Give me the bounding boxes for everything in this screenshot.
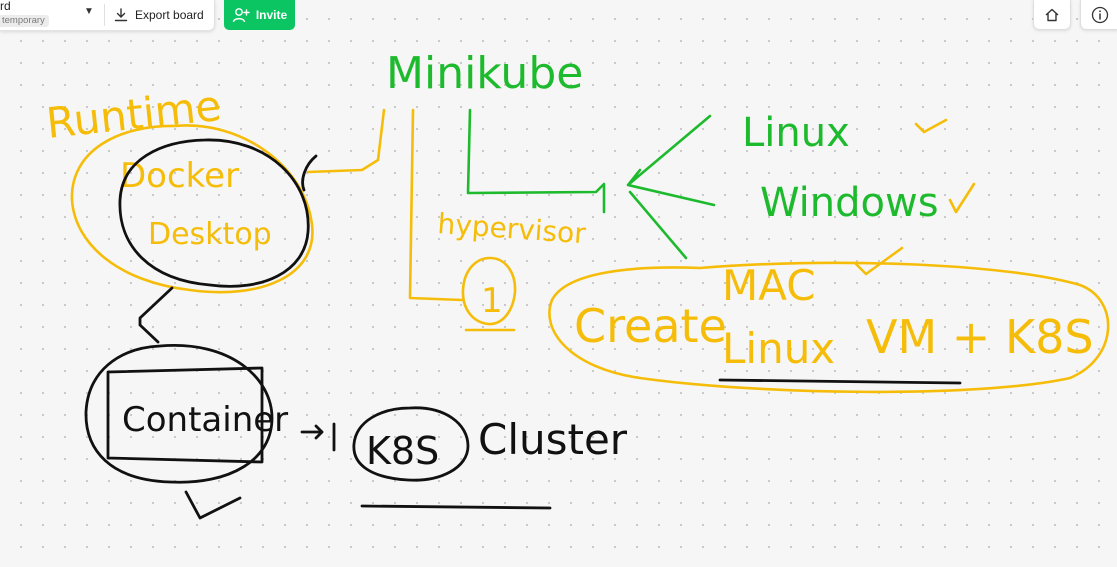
toolbar-divider (104, 4, 105, 26)
windows-text: Windows (760, 180, 939, 226)
chevron-down-icon[interactable]: ▼ (84, 6, 94, 17)
runtime-text: Runtime (44, 81, 224, 148)
home-button[interactable] (1033, 0, 1071, 30)
board-title[interactable]: rd (0, 0, 11, 13)
minikube-to-docker-arrow (301, 154, 318, 192)
linux-vm-text: Linux (722, 324, 835, 373)
container-text: Container (122, 400, 288, 440)
container-to-k8s-arrow (300, 422, 336, 452)
minikube-to-os-line (466, 108, 606, 214)
linux-check (914, 118, 948, 134)
runtime-ellipse (70, 124, 314, 294)
docker-to-container-arrow (138, 286, 174, 344)
board-toolbar: rd temporary ▼ Export board (0, 0, 215, 31)
download-icon (114, 8, 128, 22)
board-name[interactable]: rd temporary (0, 0, 80, 29)
one-circle (461, 256, 517, 326)
linux-vm-underline (718, 378, 962, 385)
home-icon (1045, 8, 1059, 21)
docker-desktop-circle (118, 138, 310, 288)
mac-text: MAC (722, 261, 816, 310)
invite-label: Invite (255, 8, 288, 22)
linux-text: Linux (742, 110, 850, 156)
minikube-text: Minikube (386, 48, 583, 99)
k8s-text: K8S (366, 429, 439, 473)
vm-k8s-text: VM + K8S (866, 310, 1094, 364)
hypervisor-text: hypervisor (437, 207, 588, 250)
k8s-cluster-underline (360, 504, 552, 510)
windows-check (948, 182, 976, 214)
export-board-label: Export board (135, 8, 204, 22)
mac-check (854, 246, 904, 276)
export-board-button[interactable]: Export board (114, 3, 204, 27)
hypervisor-bracket (408, 108, 464, 302)
create-text: Create (574, 299, 727, 353)
one-text: 1 (481, 281, 503, 321)
os-arrow-fork (626, 114, 716, 260)
info-icon (1091, 6, 1108, 23)
desktop-text: Desktop (148, 217, 272, 252)
container-circle (84, 343, 274, 484)
temporary-badge: temporary (0, 15, 49, 27)
k8s-circle (352, 406, 470, 482)
minikube-connector-yellow (306, 108, 386, 174)
docker-text: Docker (120, 156, 239, 196)
container-pointer (184, 490, 242, 520)
invite-button[interactable]: Invite (224, 0, 295, 30)
container-box (106, 366, 264, 464)
info-button[interactable] (1080, 0, 1117, 30)
create-vm-ellipse (548, 261, 1110, 394)
cluster-text: Cluster (478, 415, 628, 464)
add-user-icon (232, 8, 250, 23)
